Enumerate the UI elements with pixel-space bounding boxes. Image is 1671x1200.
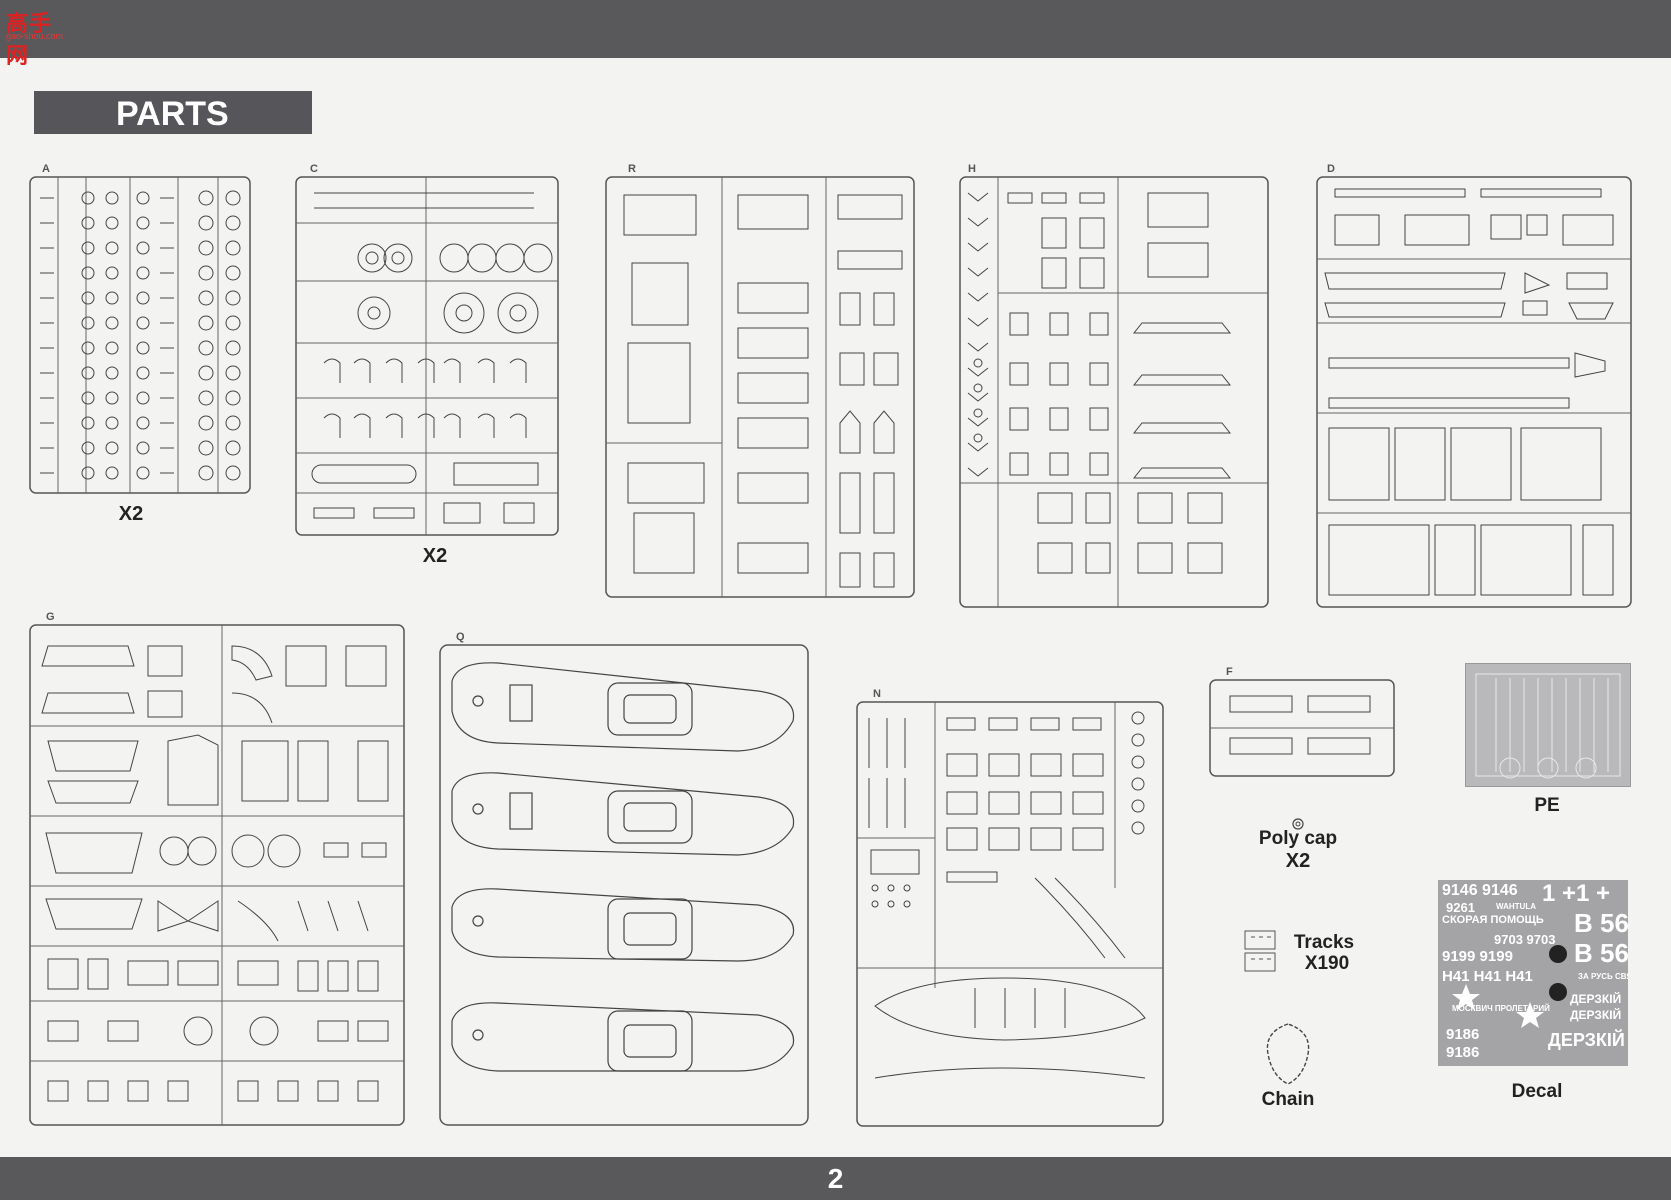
chain-label: Chain: [1261, 1089, 1315, 1110]
decal-text: 9146 9146: [1442, 882, 1518, 899]
decal-text: 1 +1 +: [1542, 880, 1611, 907]
sprue-f: F: [1208, 666, 1396, 778]
decal-text: ДЕРЗКІЙ: [1548, 1030, 1625, 1050]
sprue-letter: H: [968, 163, 976, 175]
sprue-r: R: [604, 163, 916, 599]
sprue-letter: C: [310, 163, 318, 175]
sprue-c: C: [294, 163, 560, 537]
sprue-letter: N: [873, 688, 881, 700]
watermark-logo: 高手网 gao-shou.com: [6, 6, 68, 68]
decal-text: H41 H41 H41: [1442, 968, 1533, 985]
photo-etch-sheet: [1465, 663, 1631, 787]
poly-cap-icon: [1292, 818, 1304, 830]
sprue-a-drawing: [29, 176, 251, 494]
sprue-letter: F: [1226, 666, 1233, 678]
decal-text: 9703 9703: [1494, 932, 1556, 947]
tracks-quantity: X190: [1304, 953, 1350, 974]
sprue-letter: Q: [456, 631, 465, 643]
pe-label: PE: [1534, 795, 1560, 816]
sprue-n: N: [855, 688, 1165, 1128]
sprue-c-drawing: [295, 176, 559, 536]
decal-text: ДЕРЗКІЙ: [1570, 1008, 1622, 1022]
decal-text: СКОРАЯ ПОМОЩЬ: [1442, 914, 1544, 926]
decal-text: B 56: [1574, 938, 1628, 968]
chain-icon: [1266, 1023, 1310, 1085]
sprue-g-drawing: [29, 624, 405, 1126]
photo-etch-drawing: [1475, 673, 1621, 779]
sprue-d-drawing: [1316, 176, 1632, 608]
decal-text: 9186: [1446, 1044, 1480, 1061]
sprue-letter: R: [628, 163, 636, 175]
footer-band: [0, 1157, 1671, 1200]
sprue-a-quantity: X2: [118, 503, 144, 525]
decal-text: B 56: [1574, 908, 1628, 938]
sprue-c-quantity: X2: [422, 545, 448, 567]
decal-text: ДЕРЗКІЙ: [1570, 992, 1622, 1006]
decal-text: 9186: [1446, 1026, 1480, 1043]
poly-cap-label: Poly cap: [1258, 828, 1338, 849]
sprue-d: D: [1315, 163, 1633, 609]
sprue-letter: D: [1327, 163, 1335, 175]
sprue-g: G: [28, 611, 406, 1127]
sprue-q-drawing: [439, 644, 809, 1126]
sprue-n-drawing: [856, 701, 1164, 1127]
sprue-letter: A: [42, 163, 50, 175]
tracks-label: Tracks: [1293, 932, 1355, 953]
sprue-a: A: [28, 163, 252, 495]
logo-text: 高手网: [6, 11, 53, 68]
decal-sheet: 9146 9146 9261 WAHTULA СКОРАЯ ПОМОЩЬ 1 +…: [1438, 880, 1628, 1066]
decal-text: WAHTULA: [1496, 902, 1536, 911]
decal-text: 9261: [1446, 900, 1475, 915]
sprue-f-drawing: [1209, 679, 1395, 777]
sprue-h: H: [958, 163, 1270, 609]
track-link-icon: [1244, 930, 1276, 972]
sprue-letter: G: [46, 611, 55, 623]
section-title: PARTS: [116, 95, 229, 133]
poly-cap-quantity: X2: [1285, 850, 1311, 872]
decal-emblems: [1452, 945, 1567, 1028]
header-band: [0, 0, 1671, 58]
sprue-r-drawing: [605, 176, 915, 598]
decal-text: ЗА РУСЬ СВЯТУЮ: [1578, 972, 1628, 981]
page-number: 2: [827, 1163, 844, 1194]
decal-label: Decal: [1511, 1081, 1563, 1102]
section-title-box: PARTS: [34, 91, 312, 134]
sprue-q: Q: [438, 631, 810, 1127]
decal-text: 9199 9199: [1442, 948, 1513, 965]
decal-text: МОСКВИЧ ПРОЛЕТАРИЙ: [1452, 1004, 1550, 1013]
sprue-h-drawing: [959, 176, 1269, 608]
logo-url: gao-shou.com: [6, 31, 64, 41]
